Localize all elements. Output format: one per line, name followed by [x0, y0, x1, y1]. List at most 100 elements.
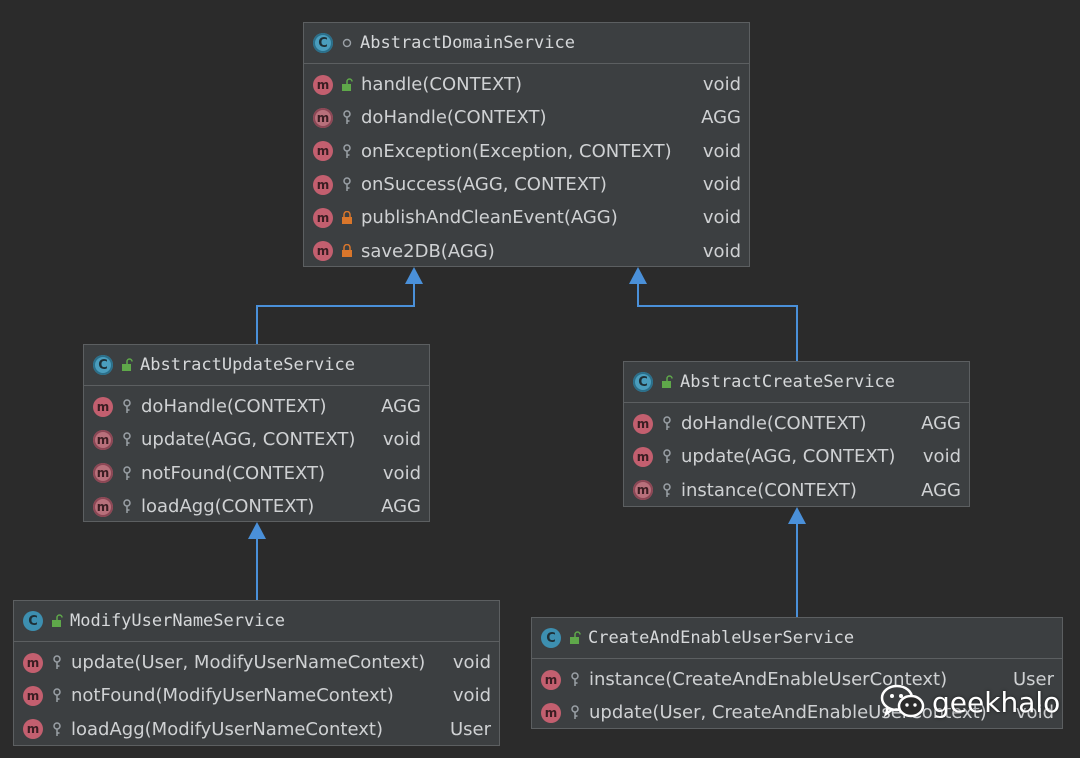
return-type: void: [382, 429, 421, 451]
protected-key-icon: [660, 416, 674, 432]
return-type: void: [922, 446, 961, 468]
method-row[interactable]: m update(AGG, CONTEXT) void: [624, 440, 969, 473]
method-icon: m: [23, 685, 43, 706]
method-signature: notFound(CONTEXT): [141, 462, 326, 484]
abstract-class-icon: C: [313, 33, 333, 53]
return-type: AGG: [921, 413, 961, 435]
method-icon: m: [313, 207, 333, 228]
method-row[interactable]: m instance(CONTEXT) AGG: [624, 474, 969, 507]
arrowhead-update: [248, 522, 266, 539]
abstract-method-icon: m: [93, 429, 113, 450]
method-row[interactable]: m save2DB(AGG) void: [304, 234, 749, 267]
return-type: AGG: [701, 107, 741, 129]
class-abstract-update-service[interactable]: C AbstractUpdateService m doHandle(CONTE…: [83, 344, 430, 522]
method-icon: m: [633, 413, 653, 434]
return-type: User: [1012, 669, 1054, 691]
class-name: AbstractCreateService: [680, 372, 895, 392]
method-signature: notFound(ModifyUserNameContext): [71, 685, 394, 707]
protected-key-icon: [660, 449, 674, 465]
method-icon: m: [541, 702, 561, 723]
protected-key-icon: [340, 110, 354, 126]
class-modify-user-name-service[interactable]: C ModifyUserNameService m update(User, M…: [13, 600, 500, 746]
method-row[interactable]: m doHandle(CONTEXT) AGG: [624, 407, 969, 440]
abstract-method-icon: m: [93, 496, 113, 517]
protected-key-icon: [340, 177, 354, 193]
class-header: C CreateAndEnableUserService: [532, 618, 1062, 659]
abstract-class-icon: C: [93, 355, 113, 375]
arrow-create-to-domain: [637, 280, 798, 361]
protected-key-icon: [340, 143, 354, 159]
wechat-icon: [880, 684, 925, 718]
class-icon: C: [23, 611, 43, 631]
method-icon: m: [93, 396, 113, 417]
method-signature: loadAgg(ModifyUserNameContext): [71, 718, 383, 740]
return-type: void: [1015, 702, 1054, 724]
protected-key-icon: [660, 482, 674, 498]
public-lock-icon: [568, 630, 582, 646]
class-abstract-domain-service[interactable]: C AbstractDomainService m handle(CONTEXT…: [303, 22, 750, 267]
protected-key-icon: [120, 432, 134, 448]
return-type: AGG: [381, 396, 421, 418]
method-signature: save2DB(AGG): [361, 240, 495, 262]
method-row[interactable]: m publishAndCleanEvent(AGG) void: [304, 201, 749, 234]
class-icon: C: [541, 628, 561, 648]
return-type: User: [449, 718, 491, 740]
method-icon: m: [313, 141, 333, 162]
method-icon: m: [23, 652, 43, 673]
method-icon: m: [541, 669, 561, 690]
public-lock-icon: [120, 357, 134, 373]
class-name: AbstractDomainService: [360, 33, 575, 53]
method-signature: update(AGG, CONTEXT): [681, 446, 896, 468]
public-lock-icon: [660, 374, 674, 390]
method-row[interactable]: m instance(CreateAndEnableUserContext) U…: [532, 663, 1062, 696]
method-row[interactable]: m handle(CONTEXT) void: [304, 68, 749, 101]
abstract-method-icon: m: [633, 480, 653, 501]
class-name: CreateAndEnableUserService: [588, 628, 855, 648]
arrowhead-create: [788, 507, 806, 524]
class-name: ModifyUserNameService: [70, 611, 285, 631]
class-header: C AbstractDomainService: [304, 23, 749, 64]
abstract-method-icon: m: [93, 463, 113, 484]
class-header: C AbstractUpdateService: [84, 345, 429, 386]
abstract-method-icon: m: [313, 107, 333, 128]
private-lock-icon: [340, 210, 354, 226]
method-row[interactable]: m notFound(ModifyUserNameContext) void: [14, 679, 499, 712]
arrow-update-to-domain: [256, 280, 415, 344]
method-signature: instance(CONTEXT): [681, 479, 857, 501]
class-abstract-create-service[interactable]: C AbstractCreateService m doHandle(CONTE…: [623, 361, 970, 507]
class-header: C AbstractCreateService: [624, 362, 969, 403]
method-signature: update(User, ModifyUserNameContext): [71, 652, 426, 674]
protected-key-icon: [50, 688, 64, 704]
public-lock-icon: [340, 77, 354, 93]
method-signature: doHandle(CONTEXT): [361, 107, 547, 129]
method-row[interactable]: m loadAgg(ModifyUserNameContext) User: [14, 713, 499, 746]
method-signature: handle(CONTEXT): [361, 74, 522, 96]
method-icon: m: [313, 74, 333, 95]
abstract-class-icon: C: [633, 372, 653, 392]
return-type: void: [702, 74, 741, 96]
return-type: void: [382, 462, 421, 484]
method-signature: doHandle(CONTEXT): [681, 413, 867, 435]
method-row[interactable]: m update(User, ModifyUserNameContext) vo…: [14, 646, 499, 679]
method-row[interactable]: m doHandle(CONTEXT) AGG: [304, 101, 749, 134]
method-signature: onException(Exception, CONTEXT): [361, 140, 672, 162]
protected-key-icon: [50, 721, 64, 737]
arrowhead-domain-right: [629, 267, 647, 284]
method-signature: publishAndCleanEvent(AGG): [361, 207, 618, 229]
method-icon: m: [313, 241, 333, 262]
method-row[interactable]: m doHandle(CONTEXT) AGG: [84, 390, 429, 423]
method-icon: m: [633, 446, 653, 467]
method-row[interactable]: m notFound(CONTEXT) void: [84, 457, 429, 490]
method-row[interactable]: m loadAgg(CONTEXT) AGG: [84, 490, 429, 523]
return-type: void: [702, 174, 741, 196]
return-type: void: [452, 685, 491, 707]
method-row[interactable]: m onSuccess(AGG, CONTEXT) void: [304, 168, 749, 201]
public-lock-icon: [50, 613, 64, 629]
return-type: AGG: [381, 496, 421, 518]
method-row[interactable]: m update(AGG, CONTEXT) void: [84, 423, 429, 456]
method-row[interactable]: m onException(Exception, CONTEXT) void: [304, 135, 749, 168]
return-type: void: [452, 652, 491, 674]
class-create-and-enable-user-service[interactable]: C CreateAndEnableUserService m instance(…: [531, 617, 1063, 729]
method-signature: loadAgg(CONTEXT): [141, 496, 315, 518]
